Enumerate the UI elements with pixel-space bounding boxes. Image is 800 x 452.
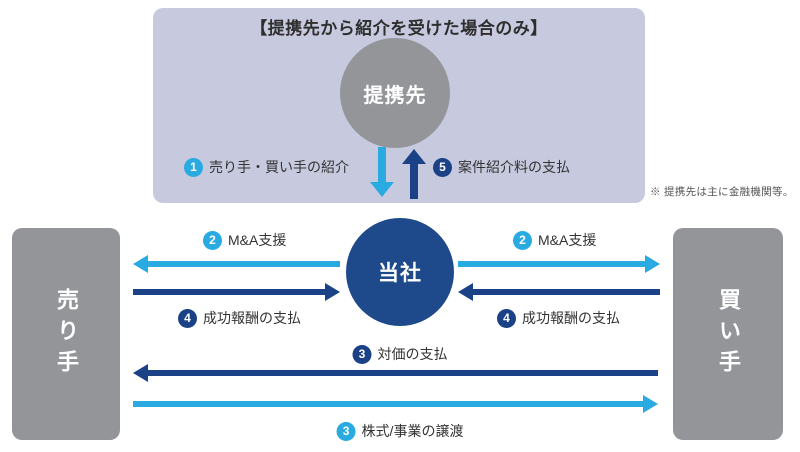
arrow-success-fee-from-buyer bbox=[458, 283, 660, 301]
step-3-badge: 3 bbox=[352, 344, 372, 364]
step-3-badge: 3 bbox=[336, 421, 356, 441]
flow-label-consideration-text: 対価の支払 bbox=[377, 346, 448, 362]
partner-node: 提携先 bbox=[340, 38, 450, 148]
partner-section-title: 【提携先から紹介を受けた場合のみ】 bbox=[250, 19, 548, 38]
flow-label-intro: 1 売り手・買い手の紹介 bbox=[184, 157, 349, 177]
flow-label-share-transfer-text: 株式/事業の譲渡 bbox=[361, 423, 464, 439]
arrow-head-icon bbox=[643, 395, 658, 413]
flow-label-consideration: 3 対価の支払 bbox=[352, 344, 448, 364]
step-4-badge: 4 bbox=[178, 308, 197, 328]
seller-label: 売り手 bbox=[54, 287, 79, 381]
arrow-shaft bbox=[133, 401, 645, 407]
arrow-shaft bbox=[146, 261, 340, 267]
arrow-head-icon bbox=[402, 149, 426, 164]
arrow-shaft bbox=[378, 147, 386, 184]
buyer-label: 買い手 bbox=[716, 287, 741, 381]
arrow-success-fee-from-seller bbox=[133, 283, 340, 301]
flow-label-ma-support-right: 2 M&A支援 bbox=[513, 230, 596, 250]
arrow-head-icon bbox=[325, 283, 340, 301]
step-4-badge: 4 bbox=[497, 308, 516, 328]
flow-label-referral-fee-text: 案件紹介料の支払 bbox=[458, 159, 570, 175]
arrow-down-intro bbox=[370, 147, 394, 197]
buyer-box: 買い手 bbox=[673, 228, 783, 440]
partner-node-label: 提携先 bbox=[363, 84, 427, 107]
flow-label-ma-support-right-text: M&A支援 bbox=[538, 232, 597, 248]
flow-label-success-fee-left-text: 成功報酬の支払 bbox=[203, 310, 301, 326]
company-node: 当社 bbox=[346, 218, 454, 326]
arrow-head-icon bbox=[370, 182, 394, 197]
arrow-consideration-payment bbox=[133, 364, 658, 382]
arrow-shaft bbox=[146, 370, 658, 376]
arrow-shaft bbox=[458, 261, 647, 267]
arrow-head-icon bbox=[133, 255, 148, 273]
arrow-head-icon bbox=[458, 283, 473, 301]
flow-label-referral-fee: 5 案件紹介料の支払 bbox=[433, 157, 570, 177]
flow-label-success-fee-left: 4 成功報酬の支払 bbox=[178, 308, 301, 328]
arrow-share-transfer bbox=[133, 395, 658, 413]
flow-label-ma-support-left: 2 M&A支援 bbox=[203, 230, 286, 250]
step-2-badge: 2 bbox=[203, 230, 222, 250]
flow-label-intro-text: 売り手・買い手の紹介 bbox=[209, 159, 349, 175]
seller-box: 売り手 bbox=[12, 228, 120, 440]
arrow-head-icon bbox=[645, 255, 660, 273]
arrow-up-referral-fee bbox=[402, 149, 426, 199]
arrow-shaft bbox=[133, 289, 327, 295]
arrow-shaft bbox=[471, 289, 660, 295]
flow-label-success-fee-right: 4 成功報酬の支払 bbox=[497, 308, 620, 328]
arrow-head-icon bbox=[133, 364, 148, 382]
arrow-shaft bbox=[410, 162, 418, 199]
flow-label-success-fee-right-text: 成功報酬の支払 bbox=[522, 310, 620, 326]
flow-label-ma-support-left-text: M&A支援 bbox=[228, 232, 287, 248]
arrow-ma-support-to-seller bbox=[133, 255, 340, 273]
step-2-badge: 2 bbox=[513, 230, 532, 250]
step-5-badge: 5 bbox=[433, 157, 452, 177]
flow-label-share-transfer: 3 株式/事業の譲渡 bbox=[336, 421, 464, 441]
arrow-ma-support-to-buyer bbox=[458, 255, 660, 273]
footnote: ※ 提携先は主に金融機関等。 bbox=[650, 186, 794, 198]
company-node-label: 当社 bbox=[378, 262, 422, 285]
step-1-badge: 1 bbox=[184, 157, 203, 177]
